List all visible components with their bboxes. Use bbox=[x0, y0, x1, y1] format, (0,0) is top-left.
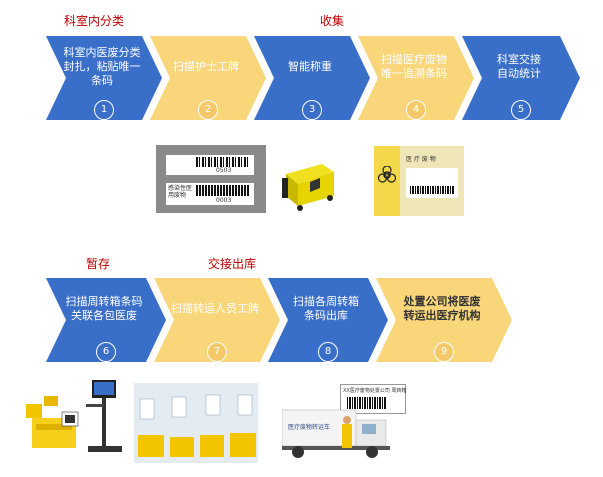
barcode-label-bottom: 感染性医 用废物 0003 bbox=[166, 183, 254, 205]
barcode-number: 0003 bbox=[216, 197, 232, 204]
step-number: 9 bbox=[434, 342, 454, 362]
chevron-shape bbox=[46, 36, 162, 120]
step-8: 扫描各周转箱 条码出库 8 bbox=[268, 272, 388, 368]
label-collect: 收集 bbox=[320, 14, 345, 28]
storage-room-photo bbox=[134, 383, 258, 463]
step-3: 智能称重 3 bbox=[254, 30, 370, 126]
step-text: 扫描医疗废物 唯一追溯条码 bbox=[381, 53, 447, 80]
chevron-shape bbox=[150, 36, 266, 120]
chevron-shape bbox=[254, 36, 370, 120]
chevron-shape bbox=[358, 36, 474, 120]
step-5: 科室交接 自动统计 5 bbox=[462, 30, 580, 126]
step-7: 扫描转运人员工牌 7 bbox=[154, 272, 280, 368]
barcode-label-text: 感染性医 用废物 bbox=[168, 185, 193, 199]
scale-device-icon bbox=[282, 164, 334, 211]
barcode-label-top: 0503 bbox=[166, 155, 254, 175]
barcode-bars bbox=[196, 157, 250, 167]
step-number: 2 bbox=[198, 100, 218, 120]
medical-waste-bag-photo: 医 疗 废 物 bbox=[374, 146, 464, 216]
step-number: 1 bbox=[94, 100, 114, 120]
step-number: 7 bbox=[207, 342, 227, 362]
barcode-labels-photo: 0503 感染性医 用废物 0003 bbox=[156, 145, 266, 213]
storage-room-icon bbox=[134, 383, 258, 463]
step-1: 科室内医废分类 封扎，粘贴唯一 条码 1 bbox=[46, 30, 162, 126]
chevron-shape bbox=[154, 278, 280, 362]
barcode-bars bbox=[196, 185, 250, 196]
turnover-box-scanner-photo bbox=[22, 376, 124, 460]
chevron-shape bbox=[46, 278, 166, 362]
truck-icon bbox=[282, 409, 390, 458]
label-sort: 科室内分类 bbox=[64, 14, 125, 28]
step-number: 5 bbox=[511, 100, 531, 120]
step-text: 扫描护士工牌 bbox=[173, 60, 239, 73]
bag-title: 医 疗 废 物 bbox=[406, 156, 436, 163]
step-4: 扫描医疗废物 唯一追溯条码 4 bbox=[358, 30, 474, 126]
chevron-shape bbox=[268, 278, 388, 362]
step-2: 扫描护士工牌 2 bbox=[150, 30, 266, 126]
transport-truck-photo: XX医疗废物处置公司 周转箱 医疗废物转运车 bbox=[282, 378, 406, 462]
barcode-bars bbox=[410, 186, 454, 194]
step-text: 扫描转运人员工牌 bbox=[171, 302, 259, 315]
truck-side-text: 医疗废物转运车 bbox=[288, 424, 331, 431]
step-9: 处置公司将医废 转运出医疗机构 9 bbox=[376, 272, 512, 368]
turnover-box-ticket: XX医疗废物处置公司 周转箱 bbox=[340, 384, 406, 414]
step-number: 6 bbox=[96, 342, 116, 362]
step-text: 科室内医废分类 封扎，粘贴唯一 条码 bbox=[63, 46, 141, 87]
ticket-title: XX医疗废物处置公司 周转箱 bbox=[343, 388, 407, 394]
step-6: 扫描周转箱条码 关联各包医废 6 bbox=[46, 272, 166, 368]
bag-label bbox=[406, 168, 458, 198]
label-handover: 交接出库 bbox=[208, 257, 257, 271]
barcode-bars bbox=[347, 397, 387, 409]
step-number: 8 bbox=[318, 342, 338, 362]
scanner-kiosk-icon bbox=[26, 380, 122, 452]
step-text: 科室交接 自动统计 bbox=[497, 53, 541, 80]
smart-scale-photo bbox=[276, 152, 338, 214]
step-number: 3 bbox=[302, 100, 322, 120]
chevron-shape bbox=[376, 278, 512, 362]
barcode-number: 0503 bbox=[216, 167, 232, 174]
label-store: 暂存 bbox=[86, 257, 111, 271]
step-text: 处置公司将医废 转运出医疗机构 bbox=[403, 295, 481, 322]
step-number: 4 bbox=[406, 100, 426, 120]
biohazard-icon bbox=[378, 166, 396, 183]
chevron-shape bbox=[462, 36, 580, 120]
step-text: 扫描周转箱条码 关联各包医废 bbox=[65, 295, 143, 322]
step-text: 智能称重 bbox=[288, 60, 332, 73]
step-text: 扫描各周转箱 条码出库 bbox=[293, 295, 359, 322]
